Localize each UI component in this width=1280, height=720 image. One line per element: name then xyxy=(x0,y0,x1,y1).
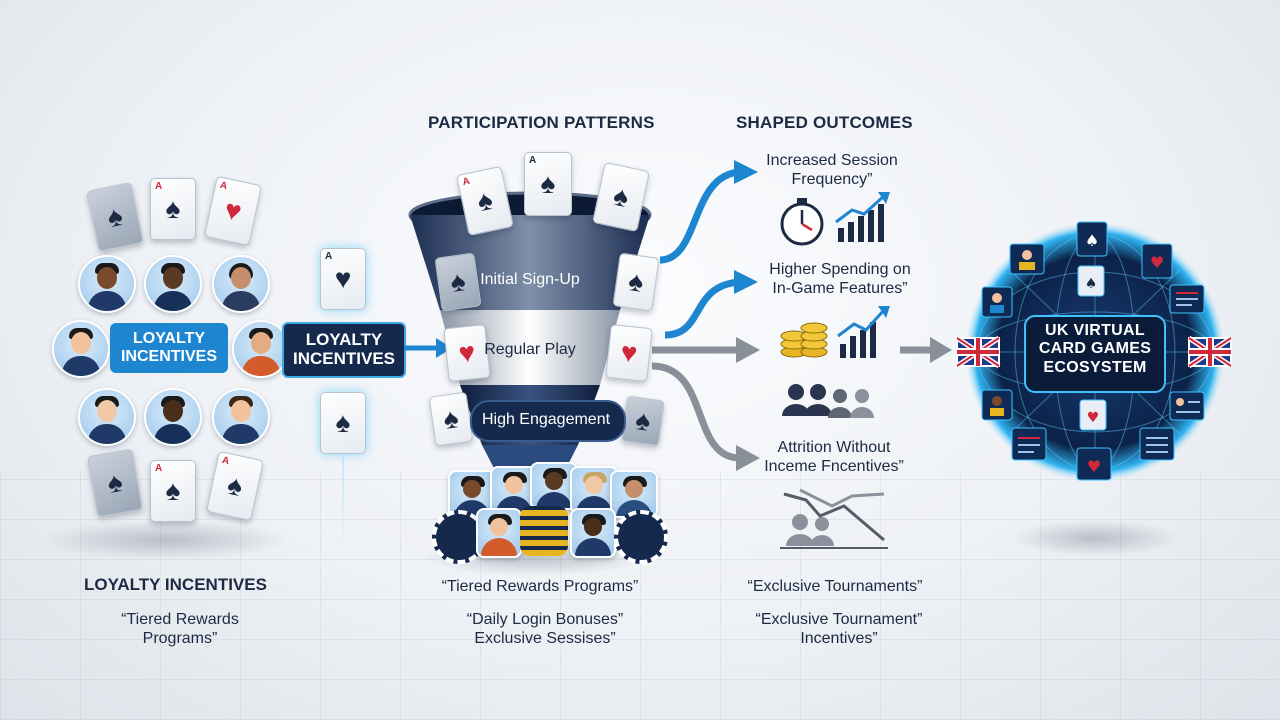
playing-card: ♠ xyxy=(620,395,666,447)
outcomes-caption-2: “Exclusive Tournament” Incentives” xyxy=(755,611,923,648)
playing-card: A♠ xyxy=(150,460,196,522)
svg-text:♥: ♥ xyxy=(1150,253,1164,272)
heart-icon: ♥ xyxy=(334,263,352,294)
arrow-head xyxy=(930,337,952,363)
funnel-stage-label: Regular Play xyxy=(484,341,576,358)
arrow-outcome-2 xyxy=(664,278,741,339)
arrow-head xyxy=(736,337,760,363)
users-icon xyxy=(782,384,874,418)
arrow-head xyxy=(734,270,758,294)
chart-up-icon xyxy=(835,192,890,242)
poker-chip-icon xyxy=(520,506,568,556)
avatar xyxy=(212,255,270,313)
outcome-label: Attrition Without Inceme Fncentives” xyxy=(764,439,904,476)
uk-flag-icon xyxy=(1187,335,1233,369)
avatar xyxy=(144,388,202,446)
svg-text:♠: ♠ xyxy=(1085,231,1099,250)
avatar xyxy=(78,255,136,313)
loyalty-badge-dark-label: LOYALTY INCENTIVES xyxy=(292,330,396,368)
glow-line xyxy=(342,455,344,550)
funnel-stage-label: High Engagement xyxy=(481,411,611,428)
svg-text:♠: ♠ xyxy=(1085,276,1098,292)
avatar xyxy=(570,508,616,558)
uk-flag-icon xyxy=(955,335,1001,369)
left-caption: “Tiered Rewards Programs” xyxy=(121,611,239,648)
playing-card: A♠ xyxy=(150,178,196,240)
spade-icon: ♠ xyxy=(335,407,351,438)
spade-icon: ♠ xyxy=(540,168,556,199)
avatar xyxy=(52,320,110,378)
avatar xyxy=(78,388,136,446)
arrow-outcome-4 xyxy=(651,362,741,462)
avatar xyxy=(212,388,270,446)
outcomes-caption-1: “Exclusive Tournaments” xyxy=(747,578,923,595)
left-caption-heading: LOYALTY INCENTIVES xyxy=(84,575,267,594)
arrow-head xyxy=(734,160,758,184)
svg-text:♥: ♥ xyxy=(1087,457,1101,476)
funnel-stage-pill xyxy=(470,400,626,442)
outcome-label: Increased Session Frequency” xyxy=(766,152,898,189)
playing-card: A♥ xyxy=(320,248,366,310)
avatar xyxy=(476,508,522,558)
avatar xyxy=(144,255,202,313)
coins-icon xyxy=(780,322,828,358)
spade-icon: ♠ xyxy=(626,265,646,298)
poker-chip-icon xyxy=(614,510,668,564)
loyalty-badge-dark: LOYALTY INCENTIVES xyxy=(282,322,406,378)
spade-icon: ♠ xyxy=(448,265,468,298)
arrow-head xyxy=(736,445,760,471)
svg-text:♥: ♥ xyxy=(1087,410,1100,426)
spade-icon: ♠ xyxy=(610,179,632,214)
arrow-head xyxy=(436,338,452,358)
spade-icon: ♠ xyxy=(165,475,181,506)
spade-icon: ♠ xyxy=(165,193,181,224)
heart-icon: ♥ xyxy=(619,336,639,369)
playing-card: ♠ xyxy=(320,392,366,454)
participation-heading: PARTICIPATION PATTERNS xyxy=(428,113,655,132)
playing-card: ♠ xyxy=(428,391,474,447)
ecosystem-title: UK VIRTUAL CARD GAMES ECOSYSTEM xyxy=(1038,322,1152,376)
spade-icon: ♠ xyxy=(441,402,461,435)
ecosystem-shadow xyxy=(1010,520,1180,556)
playing-card: A♠ xyxy=(524,152,572,216)
chart-down-icon xyxy=(780,488,888,549)
chart-up-icon xyxy=(837,306,890,358)
outcome-label: Higher Spending on In-Game Features” xyxy=(769,261,911,298)
funnel-stage-label: Initial Sign-Up xyxy=(480,271,580,288)
loyalty-badge-light-label: LOYALTY INCENTIVES xyxy=(120,330,217,365)
stopwatch-icon xyxy=(780,198,824,246)
arrow-outcome-1 xyxy=(659,168,741,264)
left-shadow xyxy=(40,520,290,560)
ecosystem-tiles: ♠ ♥ ♠ ♥ ♥ xyxy=(981,221,1205,481)
loyalty-badge-light: LOYALTY INCENTIVES xyxy=(110,323,228,373)
avatar xyxy=(232,320,290,378)
funnel-caption-1: “Tiered Rewards Programs” xyxy=(441,578,639,595)
playing-card: ♠ xyxy=(612,252,660,312)
outcomes-heading: SHAPED OUTCOMES xyxy=(736,113,913,132)
funnel-caption-2: “Daily Login Bonuses” Exclusive Sessises… xyxy=(466,611,624,648)
ecosystem-title-box xyxy=(1024,315,1166,393)
spade-icon: ♠ xyxy=(474,183,496,218)
playing-card: ♥ xyxy=(605,323,653,383)
spade-icon: ♠ xyxy=(633,404,653,437)
